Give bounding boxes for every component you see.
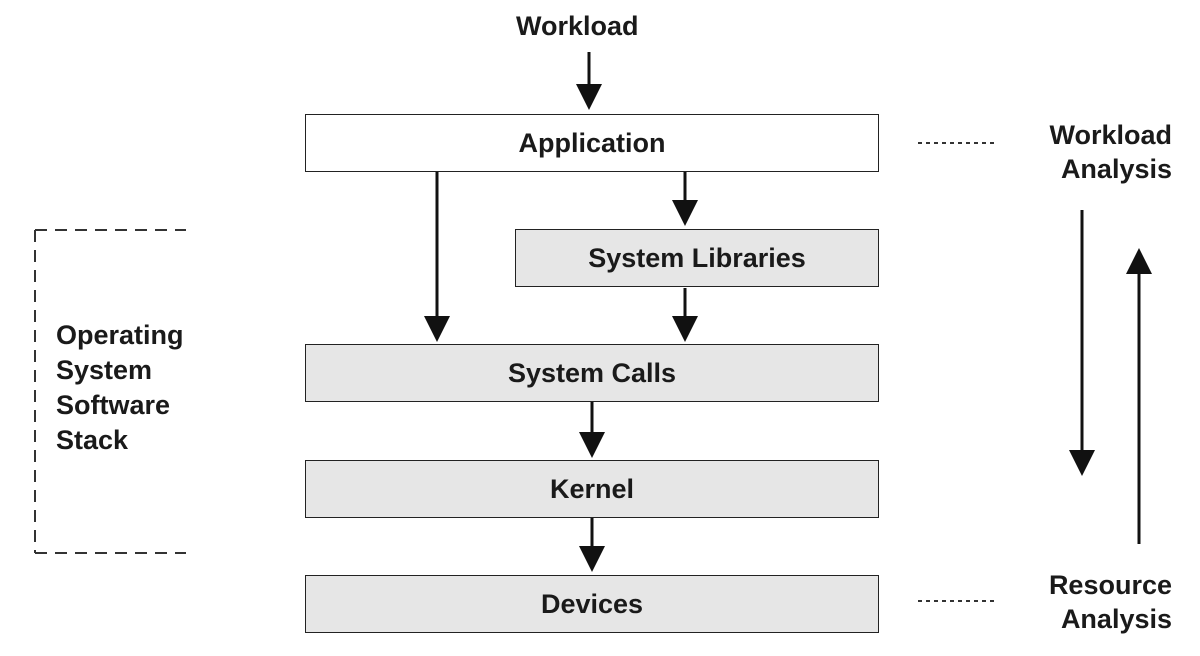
arrow-kernel-to-devices	[579, 518, 605, 572]
devices-box: Devices	[305, 575, 879, 633]
system-calls-label: System Calls	[507, 357, 677, 388]
arrow-system-libraries-to-system-calls	[672, 288, 698, 342]
os-stack-bracket	[34, 229, 186, 554]
workload-analysis-label: Workload Analysis	[1049, 118, 1172, 186]
resource-analysis-line: Analysis	[1060, 604, 1172, 634]
arrow-application-to-system-calls	[424, 172, 450, 342]
stack-label-line: Operating	[56, 320, 184, 350]
kernel-box: Kernel	[305, 460, 879, 518]
kernel-label: Kernel	[549, 473, 635, 504]
application-label: Application	[518, 127, 666, 158]
up-arrow	[1126, 248, 1152, 544]
resource-analysis-label: Resource Analysis	[1049, 568, 1172, 636]
workload-analysis-line: Analysis	[1060, 154, 1172, 184]
system-libraries-box: System Libraries	[515, 229, 879, 287]
os-software-stack-label: Operating System Software Stack	[56, 318, 184, 458]
devices-label: Devices	[540, 588, 644, 619]
down-arrow	[1069, 210, 1095, 476]
stack-label-line: System	[56, 355, 153, 385]
arrow-workload-to-application	[576, 52, 602, 110]
system-libraries-label: System Libraries	[588, 242, 806, 273]
system-calls-box: System Calls	[305, 344, 879, 402]
workload-analysis-line: Workload	[1049, 120, 1172, 150]
arrow-application-to-system-libraries	[672, 172, 698, 226]
application-box: Application	[305, 114, 879, 172]
workload-label: Workload	[516, 11, 639, 41]
arrow-system-calls-to-kernel	[579, 402, 605, 458]
stack-label-line: Stack	[56, 425, 129, 455]
resource-analysis-line: Resource	[1048, 570, 1172, 600]
stack-label-line: Software	[56, 390, 171, 420]
